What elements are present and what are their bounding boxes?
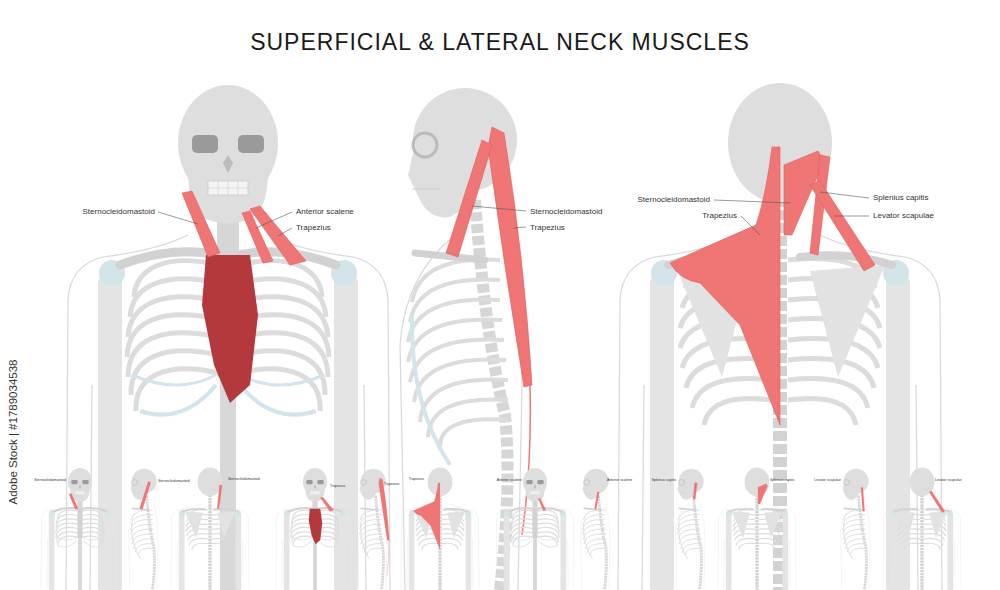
muscle-label: Sternocleidomastoid bbox=[83, 208, 155, 216]
muscle-label: Splenius capitis bbox=[770, 479, 794, 483]
muscle-label: Sternocleidomastoid bbox=[34, 479, 66, 483]
front-view bbox=[66, 85, 390, 590]
muscle-label: Sternocleidomastoid bbox=[228, 478, 260, 482]
muscle-label: Trapezius bbox=[530, 224, 565, 232]
muscle-label: Levator scapulae bbox=[873, 212, 934, 220]
muscle-label: Levator scapulae bbox=[814, 479, 841, 483]
muscle-label: Splenius capitis bbox=[873, 194, 929, 202]
muscle-label: Sternocleidomastoid bbox=[158, 480, 190, 484]
muscle-label: Splenius capitis bbox=[652, 479, 676, 483]
muscle-label: Trapezius bbox=[296, 224, 331, 232]
muscle-label: Anterior scalene bbox=[607, 479, 632, 483]
muscle-label: Trapezius bbox=[384, 483, 399, 487]
muscle-label: Sternocleidomastoid bbox=[638, 196, 710, 204]
muscle-label: Sternocleidomastoid bbox=[530, 208, 602, 216]
muscle-label: Anterior scalene bbox=[497, 479, 522, 483]
muscle-label: Trapezius bbox=[330, 485, 345, 489]
leader-lines bbox=[158, 192, 869, 236]
watermark: Adobe Stock | #1789034538 bbox=[8, 360, 20, 505]
muscle-label: Trapezius bbox=[702, 212, 737, 220]
diagram-title: SUPERFICIAL & LATERAL NECK MUSCLES bbox=[0, 30, 1000, 55]
side-view bbox=[400, 88, 532, 590]
muscle-label: Anterior scalene bbox=[296, 208, 354, 216]
muscle-label: Trapezius bbox=[409, 478, 424, 482]
muscle-label: Levator scapulae bbox=[935, 479, 962, 483]
thumbnail-row bbox=[41, 468, 961, 590]
